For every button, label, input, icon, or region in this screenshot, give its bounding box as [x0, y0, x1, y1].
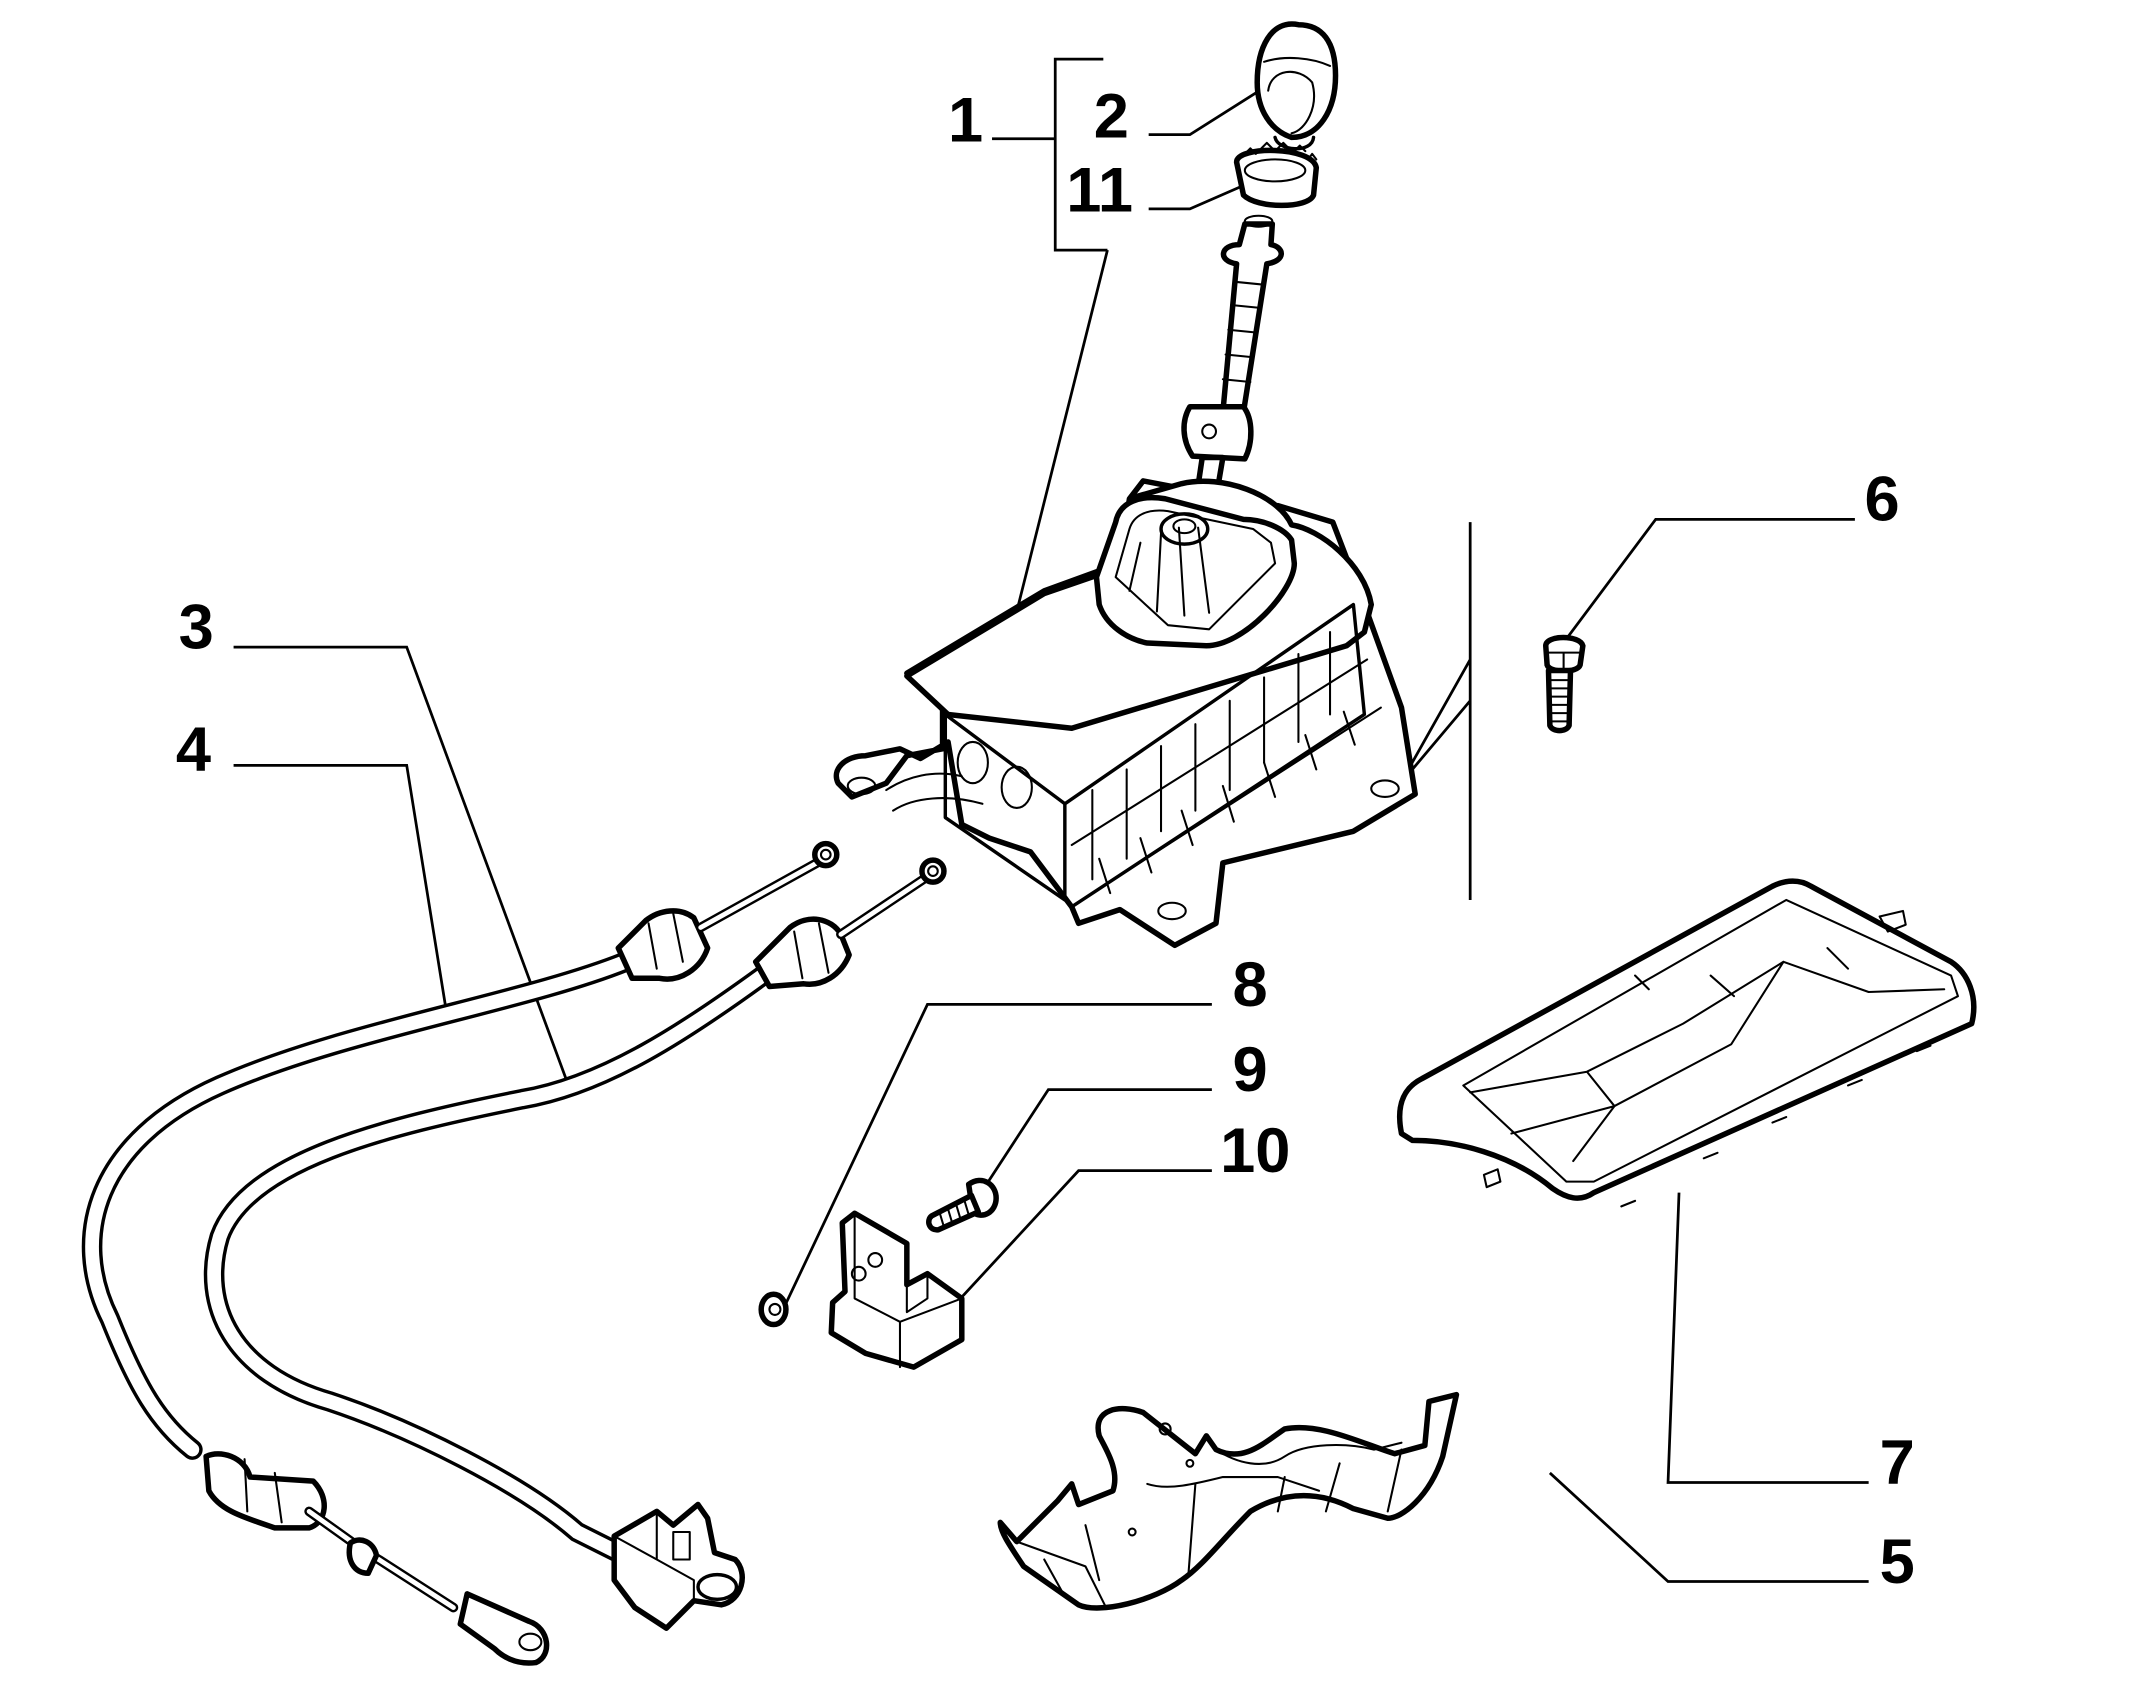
leader-10	[960, 1169, 1212, 1298]
callout-labels: 1 2 11 3 4 6 8 9 10 7 5	[176, 81, 1915, 1596]
shifter-housing-icon	[833, 478, 1418, 949]
leader-4	[233, 763, 448, 1013]
gear-lever-rod-icon	[1181, 214, 1284, 525]
leader-6	[1565, 517, 1855, 640]
leader-1-bracket	[992, 57, 1109, 612]
leader-lines	[233, 57, 1869, 1583]
retaining-ring-icon	[1233, 141, 1320, 209]
leader-7	[1666, 1192, 1869, 1484]
nut-icon	[758, 1291, 789, 1328]
heat-shield-icon	[997, 1391, 1460, 1611]
leader-1-housing	[1403, 522, 1472, 900]
callout-9: 9	[1232, 1035, 1267, 1105]
callout-1: 1	[948, 86, 983, 156]
engagement-cable-icon	[81, 840, 840, 1666]
leader-2	[1148, 90, 1258, 137]
cable-bracket-icon	[828, 1210, 965, 1370]
screw-icon	[926, 1177, 999, 1233]
hex-bolt-icon	[1543, 634, 1586, 734]
callout-6: 6	[1865, 465, 1900, 535]
callout-4: 4	[176, 715, 211, 785]
gear-knob-icon	[1254, 21, 1339, 151]
callout-2: 2	[1094, 81, 1129, 151]
callout-5: 5	[1880, 1527, 1915, 1597]
leader-5	[1548, 1471, 1869, 1583]
selector-cable-icon	[203, 857, 947, 1631]
console-tray-icon	[1396, 878, 1977, 1208]
callout-11: 11	[1066, 156, 1133, 226]
leader-3	[233, 645, 569, 1084]
callout-3: 3	[179, 593, 214, 663]
leader-8	[780, 1003, 1212, 1313]
leader-11	[1148, 184, 1245, 211]
leader-9	[982, 1088, 1212, 1190]
callout-10: 10	[1220, 1116, 1290, 1186]
callout-7: 7	[1880, 1428, 1915, 1498]
callout-8: 8	[1232, 950, 1267, 1020]
